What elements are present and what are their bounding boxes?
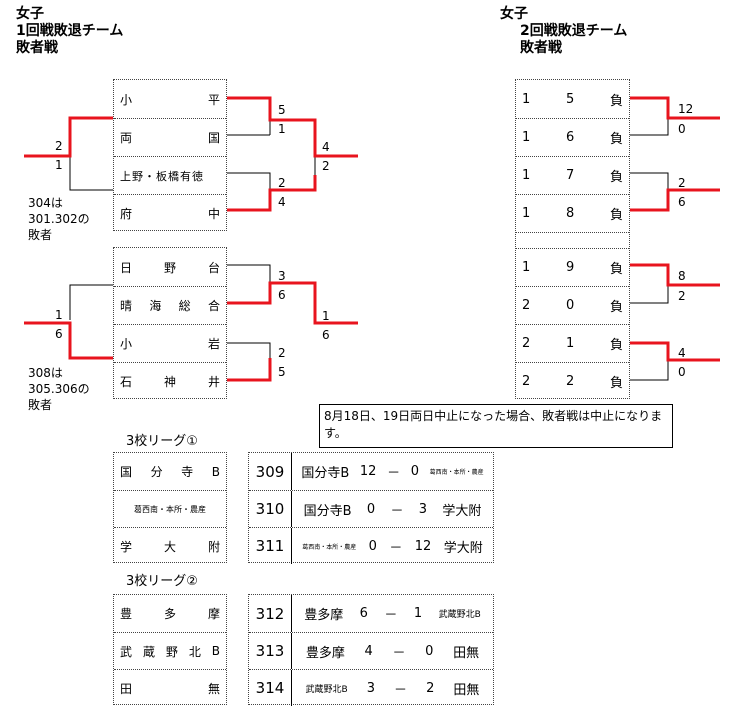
score: 5 [278, 365, 286, 379]
score: 1 [55, 308, 63, 322]
score: 2 [322, 159, 330, 173]
score: 6 [322, 328, 330, 342]
group1-team-box: 小平 両国 上野・板橋有徳 府中 [113, 79, 227, 231]
score: 1 [55, 158, 63, 172]
team-cell: 小岩 [114, 324, 226, 362]
team-cell: 田無 [114, 669, 226, 706]
team-cell: 両国 [114, 118, 226, 156]
note: 304は 301.302の 敗者 [28, 196, 90, 242]
score: 2 [678, 176, 686, 190]
score: 6 [278, 288, 286, 302]
score: 0 [678, 122, 686, 136]
match-row: 313 豊多摩 4 － 0 田無 [249, 632, 493, 669]
match-row: 310 国分寺B 0 － 3 学大附 [249, 490, 493, 527]
score: 1 [278, 122, 286, 136]
league2-title: 3校リーグ② [126, 574, 198, 589]
score: 6 [55, 327, 63, 341]
group2-team-box: 日野台 晴海総合 小岩 石神井 [113, 247, 227, 399]
score: 5 [278, 103, 286, 117]
team-cell: 小平 [120, 92, 220, 107]
score: 6 [678, 195, 686, 209]
score: 4 [322, 140, 330, 154]
score: 2 [278, 176, 286, 190]
match-row: 312 豊多摩 6 － 1 武蔵野北B [249, 595, 493, 632]
score: 8 [678, 269, 686, 283]
score: 1 [322, 309, 330, 323]
score: 4 [278, 195, 286, 209]
team-cell: 日野台 [120, 260, 220, 275]
left-title: 女子 1回戦敗退チーム 敗者戦 [16, 6, 124, 56]
team-cell: 府中 [114, 194, 226, 232]
score: 12 [678, 102, 694, 116]
team-cell: 上野・板橋有徳 [114, 156, 226, 194]
team-cell: 葛西南・本所・農産 [114, 490, 226, 527]
spacer-cell [516, 232, 629, 248]
match-row: 309 国分寺B 12 － 0 葛西南・本所・農産 [249, 453, 493, 490]
score: 2 [678, 289, 686, 303]
score: 2 [278, 346, 286, 360]
match-row: 311 葛西南・本所・農産 0 － 12 学大附 [249, 527, 493, 564]
score: 4 [678, 346, 686, 360]
score: 2 [55, 139, 63, 153]
right-title: 女子 2回戦敗退チーム 敗者戦 [500, 6, 628, 56]
team-cell: 学大附 [114, 527, 226, 564]
league2-match-box: 312 豊多摩 6 － 1 武蔵野北B 313 豊多摩 4 － 0 田無 314… [248, 594, 494, 706]
league1-match-box: 309 国分寺B 12 － 0 葛西南・本所・農産 310 国分寺B 0 － 3… [248, 452, 494, 564]
team-cell: 石神井 [114, 362, 226, 400]
team-cell: 晴海総合 [114, 286, 226, 324]
score: 0 [678, 365, 686, 379]
league1-title: 3校リーグ① [126, 434, 198, 449]
match-row: 314 武蔵野北B 3 － 2 田無 [249, 669, 493, 706]
note: 308は 305.306の 敗者 [28, 366, 90, 412]
score: 3 [278, 269, 286, 283]
cancellation-notice: 8月18日、19日両日中止になった場合、敗者戦は中止になります。 [319, 404, 673, 448]
team-cell: 豊多摩 [120, 607, 220, 621]
